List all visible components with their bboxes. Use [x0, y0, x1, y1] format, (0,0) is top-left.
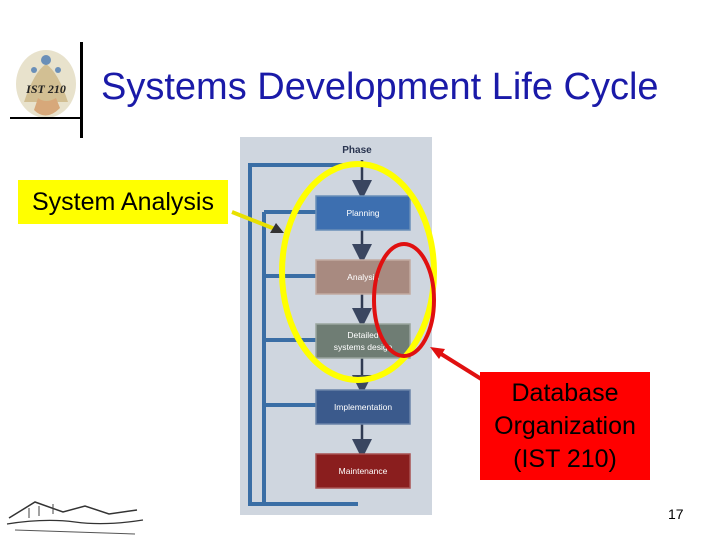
phase-label: Maintenance	[339, 466, 388, 476]
phase-label: Analysis	[347, 272, 379, 282]
database-organization-callout: Database Organization (IST 210)	[480, 372, 650, 480]
logo-graphic	[16, 50, 76, 118]
phase-label: Planning	[346, 208, 379, 218]
page-number: 17	[668, 506, 684, 522]
callout-line: Organization	[494, 411, 636, 440]
diagram-header: Phase	[342, 145, 372, 156]
feedback-loop	[248, 163, 362, 506]
system-analysis-pointer	[231, 210, 284, 233]
system-analysis-callout: System Analysis	[18, 180, 228, 224]
callout-line: Database	[511, 378, 619, 407]
phase-label: Detailed	[347, 330, 378, 340]
phase-box-planning: Planning	[315, 195, 411, 231]
analysis-highlight-ellipse	[279, 161, 437, 383]
phase-label: Implementation	[334, 402, 392, 412]
logo-text: IST 210	[26, 82, 66, 96]
callout-line: (IST 210)	[513, 444, 617, 473]
slide-title: Systems Development Life Cycle	[101, 66, 659, 108]
database-pointer	[430, 347, 488, 384]
phase-box-maintenance: Maintenance	[315, 453, 411, 489]
phase-box-implementation: Implementation	[315, 389, 411, 425]
title-divider-vertical	[80, 42, 83, 138]
phase-label: systems design	[334, 342, 393, 352]
title-divider-horizontal	[10, 117, 82, 119]
campus-sketch-image	[5, 488, 145, 540]
phase-box-analysis: Analysis	[315, 259, 411, 295]
database-highlight-ellipse	[372, 242, 436, 358]
ist-logo: IST 210	[10, 42, 82, 126]
